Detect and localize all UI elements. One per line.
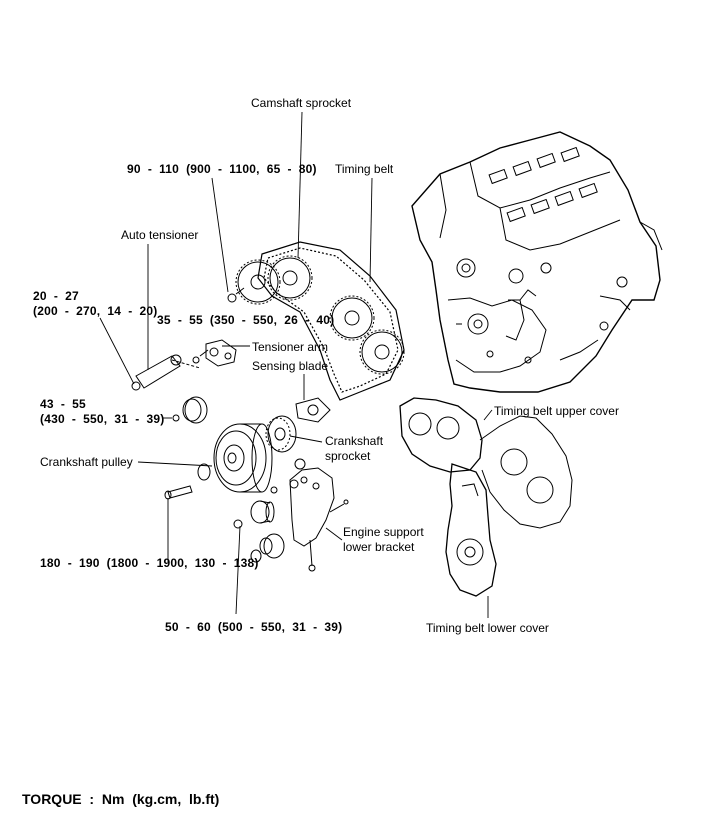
label-timing-belt-upper-cover: Timing belt upper cover (494, 404, 619, 418)
torque-camshaft: 90 - 110 (900 - 1100, 65 - 80) (127, 162, 317, 176)
label-crankshaft-pulley: Crankshaft pulley (40, 455, 133, 469)
timing-belt-upper-cover (399, 397, 573, 529)
crankshaft-sprocket (265, 415, 297, 453)
torque-bracket-bolt: 50 - 60 (500 - 550, 31 - 39) (165, 620, 343, 634)
label-camshaft-sprocket: Camshaft sprocket (251, 96, 352, 110)
torque-tensioner-arm: 35 - 55 (350 - 550, 26 - 40) (157, 313, 335, 327)
label-auto-tensioner: Auto tensioner (121, 228, 199, 242)
camshaft-bolt (227, 287, 245, 303)
torque-units-legend: TORQUE : Nm (kg.cm, lb.ft) (22, 791, 220, 807)
leader-lines (99, 111, 493, 618)
label-crankshaft-sprocket-line1: Crankshaft (325, 434, 384, 448)
crank-bolt (164, 485, 193, 500)
torque-auto-tensioner-line1: 20 - 27 (33, 289, 79, 303)
timing-belt-lower-cover (445, 463, 497, 597)
auto-tensioner (131, 354, 201, 391)
torque-idler-line1: 43 - 55 (40, 397, 86, 411)
crankshaft-pulley (197, 423, 273, 493)
label-crankshaft-sprocket-line2: sprocket (325, 449, 371, 463)
idler-pulley (172, 396, 208, 424)
label-timing-belt: Timing belt (335, 162, 394, 176)
engine-support-bracket (289, 458, 349, 572)
label-engine-support-line1: Engine support (343, 525, 424, 539)
camshaft-sprockets (235, 255, 405, 375)
tensioner-arm (192, 339, 237, 367)
sensing-blade (295, 397, 331, 423)
label-timing-belt-lower-cover: Timing belt lower cover (426, 621, 549, 635)
torque-idler-line2: (430 - 550, 31 - 39) (40, 412, 165, 426)
engine-block (411, 131, 663, 393)
small-rollers (233, 486, 285, 563)
label-sensing-blade: Sensing blade (252, 359, 329, 373)
timing-belt (257, 241, 405, 401)
torque-crank-bolt: 180 - 190 (1800 - 1900, 130 - 138) (40, 556, 259, 570)
label-tensioner-arm: Tensioner arm (252, 340, 329, 354)
torque-auto-tensioner-line2: (200 - 270, 14 - 20) (33, 304, 158, 318)
label-engine-support-line2: lower bracket (343, 540, 415, 554)
